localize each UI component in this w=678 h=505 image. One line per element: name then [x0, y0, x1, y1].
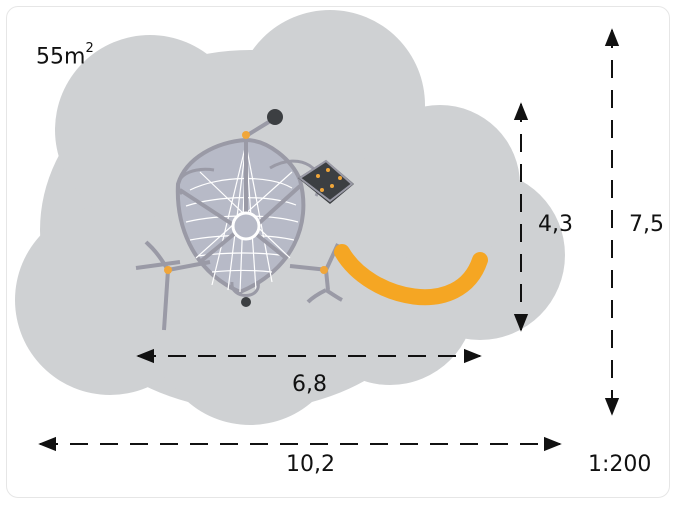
outer-width-label: 10,2 — [286, 452, 335, 477]
top-pole — [244, 118, 274, 138]
frame-arc — [176, 167, 215, 195]
inner-width-label: 6,8 — [292, 372, 327, 397]
bottom-anchor — [241, 297, 251, 307]
right-joint — [320, 266, 328, 274]
climbing-panel — [298, 159, 354, 204]
top-knob — [267, 109, 283, 125]
slide — [334, 244, 488, 306]
top-joint — [242, 131, 250, 139]
climbing-net-structure — [135, 109, 354, 331]
dimension-lines — [38, 28, 620, 452]
area-label: 55m2 — [36, 41, 94, 70]
bottom-hook — [230, 281, 260, 297]
left-joint — [164, 266, 172, 274]
inner-depth-label: 4,3 — [538, 212, 573, 237]
left-leg — [135, 240, 211, 331]
outer-depth-label: 7,5 — [629, 212, 664, 237]
frame-spokes — [178, 140, 302, 264]
center-hub — [231, 211, 261, 241]
scale-label: 1:200 — [588, 452, 652, 477]
